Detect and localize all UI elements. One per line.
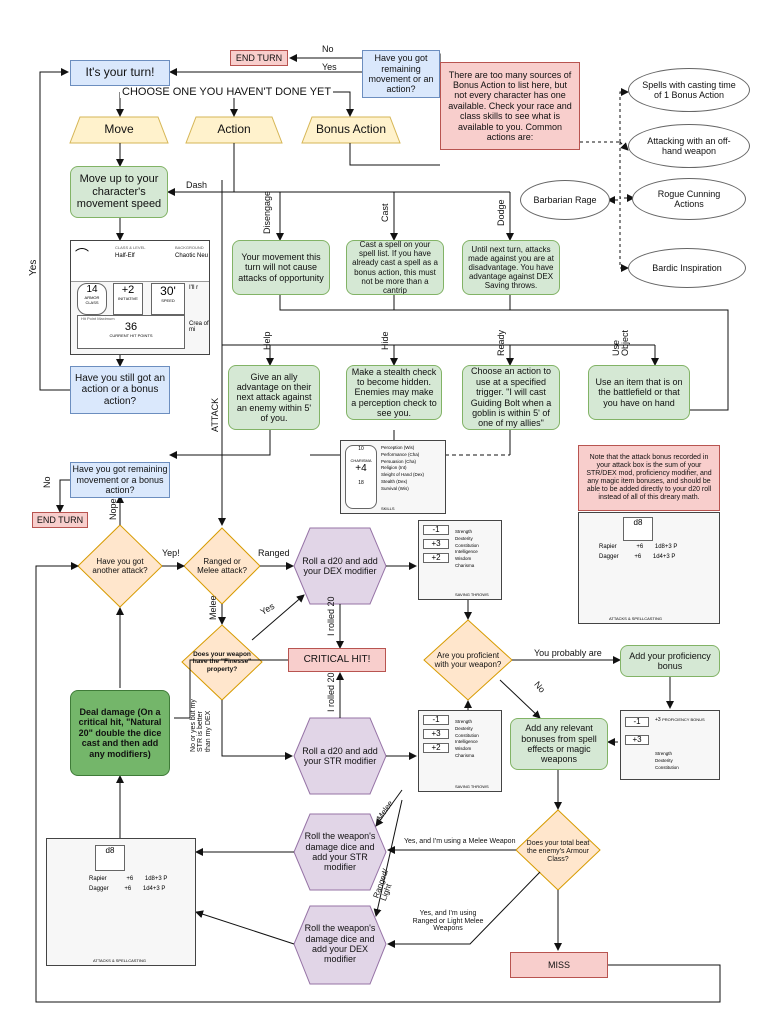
label-yes-left: Yes: [28, 259, 39, 276]
label-yes-melee: Yes, and I'm using a Melee Weapon: [404, 838, 516, 845]
label-ranged: Ranged: [258, 548, 290, 558]
roll-weapon-dex-label: Roll the weapon's damage dice and add yo…: [304, 923, 376, 965]
label-cast: Cast: [380, 203, 390, 222]
label-probably: You probably are: [534, 648, 602, 658]
label-yes-top: Yes: [322, 62, 337, 72]
str-sheet-image: -1 +3 +2 Strength Dexterity Constitution…: [418, 710, 502, 792]
cloud-barbarian-rage: Barbarian Rage: [520, 180, 610, 220]
disengage-box: Your movement this turn will not cause a…: [232, 240, 330, 295]
remaining-move-question: Have you got remaining movement or an ac…: [362, 50, 440, 98]
label-disengage: Disengage: [262, 190, 272, 234]
label-yep: Yep!: [162, 548, 180, 558]
label-use-object: Use Object: [611, 329, 630, 356]
help-box: Give an ally advantage on their next att…: [228, 365, 320, 430]
add-bonuses-box: Add any relevant bonuses from spell effe…: [510, 718, 608, 770]
label-dodge: Dodge: [496, 199, 506, 226]
bonus-action-note: There are too many sources of Bonus Acti…: [440, 62, 580, 150]
roll-str-label: Roll a d20 and add your STR modifier: [302, 745, 378, 766]
charisma-sheet-image: 10 CHARISMA +4 18 Perception (Wis) Perfo…: [340, 440, 446, 514]
label-melee: Melee: [208, 595, 218, 620]
cloud-offhand: Attacking with an off-hand weapon: [628, 124, 750, 168]
its-your-turn-box: It's your turn!: [70, 60, 170, 86]
cast-box: Cast a spell on your spell list. If you …: [346, 240, 444, 295]
use-object-box: Use an item that is on the battlefield o…: [588, 365, 690, 420]
end-turn-bottom: END TURN: [32, 512, 88, 528]
cloud-spells-bonus: Spells with casting time of 1 Bonus Acti…: [628, 68, 750, 112]
proficient-label: Are you proficient with your weapon?: [434, 650, 502, 669]
label-no-finesse: No or yes but my STR is better than my D…: [190, 699, 212, 752]
speed-sheet-image: ⌒ CLASS & LEVEL Half-Elf BACKGROUND Chao…: [70, 240, 210, 355]
label-dash: Dash: [186, 180, 208, 190]
add-proficiency-box: Add your proficiency bonus: [620, 645, 720, 677]
bottom-attack-sheet-image: d8 Rapier +6 1d8+3 P Dagger +6 1d4+3 P A…: [46, 838, 196, 966]
action-label: Action: [217, 122, 251, 137]
action-shape: [185, 116, 283, 144]
prof-sheet-image: -1 +3 +3 PROFICIENCY BONUS Strength Dext…: [620, 710, 720, 780]
label-hide: Hide: [380, 331, 390, 350]
miss-box: MISS: [510, 952, 608, 978]
ranged-melee-label: Ranged or Melee attack?: [197, 556, 247, 575]
wing-swirl-icon: ⌒: [75, 247, 89, 263]
label-yes-ranged: Yes, and I'm using Ranged or Light Melee…: [412, 910, 484, 933]
label-ready: Ready: [496, 329, 506, 356]
remaining-bonus-question: Have you got remaining movement or a bon…: [70, 462, 170, 498]
move-up-box: Move up to your character's movement spe…: [70, 166, 168, 218]
label-attack: ATTACK: [210, 397, 220, 432]
finesse-label: Does your weapon have the "Finesse" prop…: [192, 650, 252, 673]
another-attack-label: Have you got another attack?: [92, 556, 148, 575]
label-rolled-20-a: I rolled 20: [326, 596, 336, 636]
deal-damage-box: Deal damage (On a critical hit, "Natural…: [70, 690, 170, 776]
roll-str-hex: [293, 717, 387, 795]
critical-hit-box: CRITICAL HIT!: [288, 648, 386, 672]
attack-sheet-image: d8 Rapier +6 1d8+3 P Dagger +6 1d4+3 P A…: [578, 512, 720, 624]
label-nope: Nope: [108, 498, 118, 520]
roll-dex-hex: [293, 527, 387, 605]
choose-heading: CHOOSE ONE YOU HAVEN'T DONE YET: [120, 86, 334, 98]
cloud-rogue: Rogue Cunning Actions: [632, 178, 746, 220]
roll-weapon-str-label: Roll the weapon's damage dice and add yo…: [304, 831, 376, 873]
label-no-top: No: [322, 44, 334, 54]
label-rolled-20-b: I rolled 20: [326, 672, 336, 712]
bonus-action-shape: [301, 116, 401, 144]
label-no-left: No: [42, 476, 52, 488]
bonus-action-label: Bonus Action: [315, 122, 387, 137]
ready-box: Choose an action to use at a specified t…: [462, 365, 560, 430]
roll-dex-label: Roll a d20 and add your DEX modifier: [302, 555, 378, 576]
cloud-bardic: Bardic Inspiration: [628, 248, 746, 288]
beat-ac-label: Does your total beat the enemy's Armour …: [526, 839, 590, 864]
dex-sheet-image: -1 +3 +2 Strength Dexterity Constitution…: [418, 520, 502, 600]
label-help: Help: [262, 331, 272, 350]
move-shape: [69, 116, 169, 144]
hide-box: Make a stealth check to become hidden. E…: [346, 365, 442, 420]
end-turn-top: END TURN: [230, 50, 288, 66]
still-action-question: Have you still got an action or a bonus …: [70, 366, 170, 414]
attack-bonus-note: Note that the attack bonus recorded in y…: [578, 445, 720, 511]
move-label: Move: [104, 122, 134, 137]
dodge-box: Until next turn, attacks made against yo…: [462, 240, 560, 295]
